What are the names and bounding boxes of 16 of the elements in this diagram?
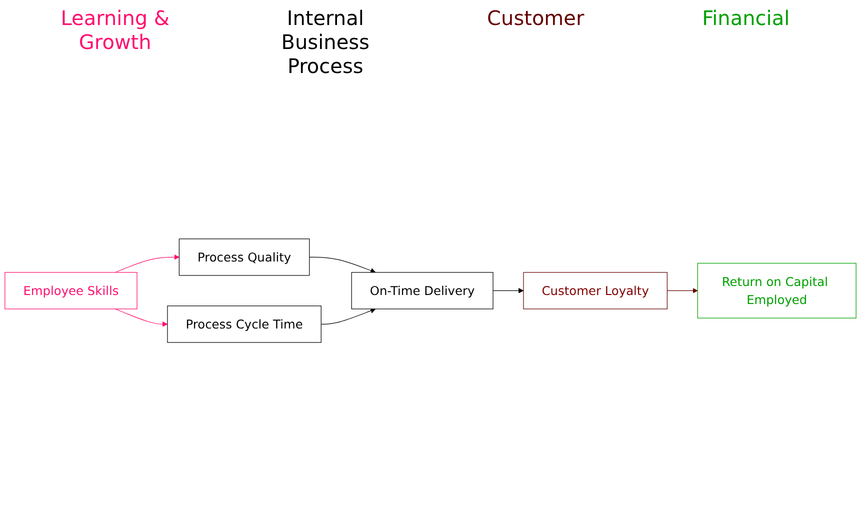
node-box: Return on Capital Employed	[697, 263, 856, 319]
node-box: On-Time Delivery	[351, 272, 494, 310]
column-heading: Financial	[701, 6, 791, 32]
arrow	[115, 308, 168, 328]
node-box: Customer Loyalty	[523, 272, 668, 310]
column-heading: Internal Business Process	[280, 6, 370, 76]
arrow	[309, 257, 376, 274]
arrow	[492, 288, 524, 294]
column-heading: Learning & Growth	[60, 6, 171, 56]
column-heading: Customer	[486, 6, 586, 32]
node-box: Process Quality	[178, 238, 310, 276]
arrow	[115, 254, 180, 274]
arrow	[666, 288, 698, 294]
arrow	[320, 308, 376, 325]
node-box: Employee Skills	[4, 272, 138, 310]
node-box: Process Cycle Time	[167, 306, 322, 344]
